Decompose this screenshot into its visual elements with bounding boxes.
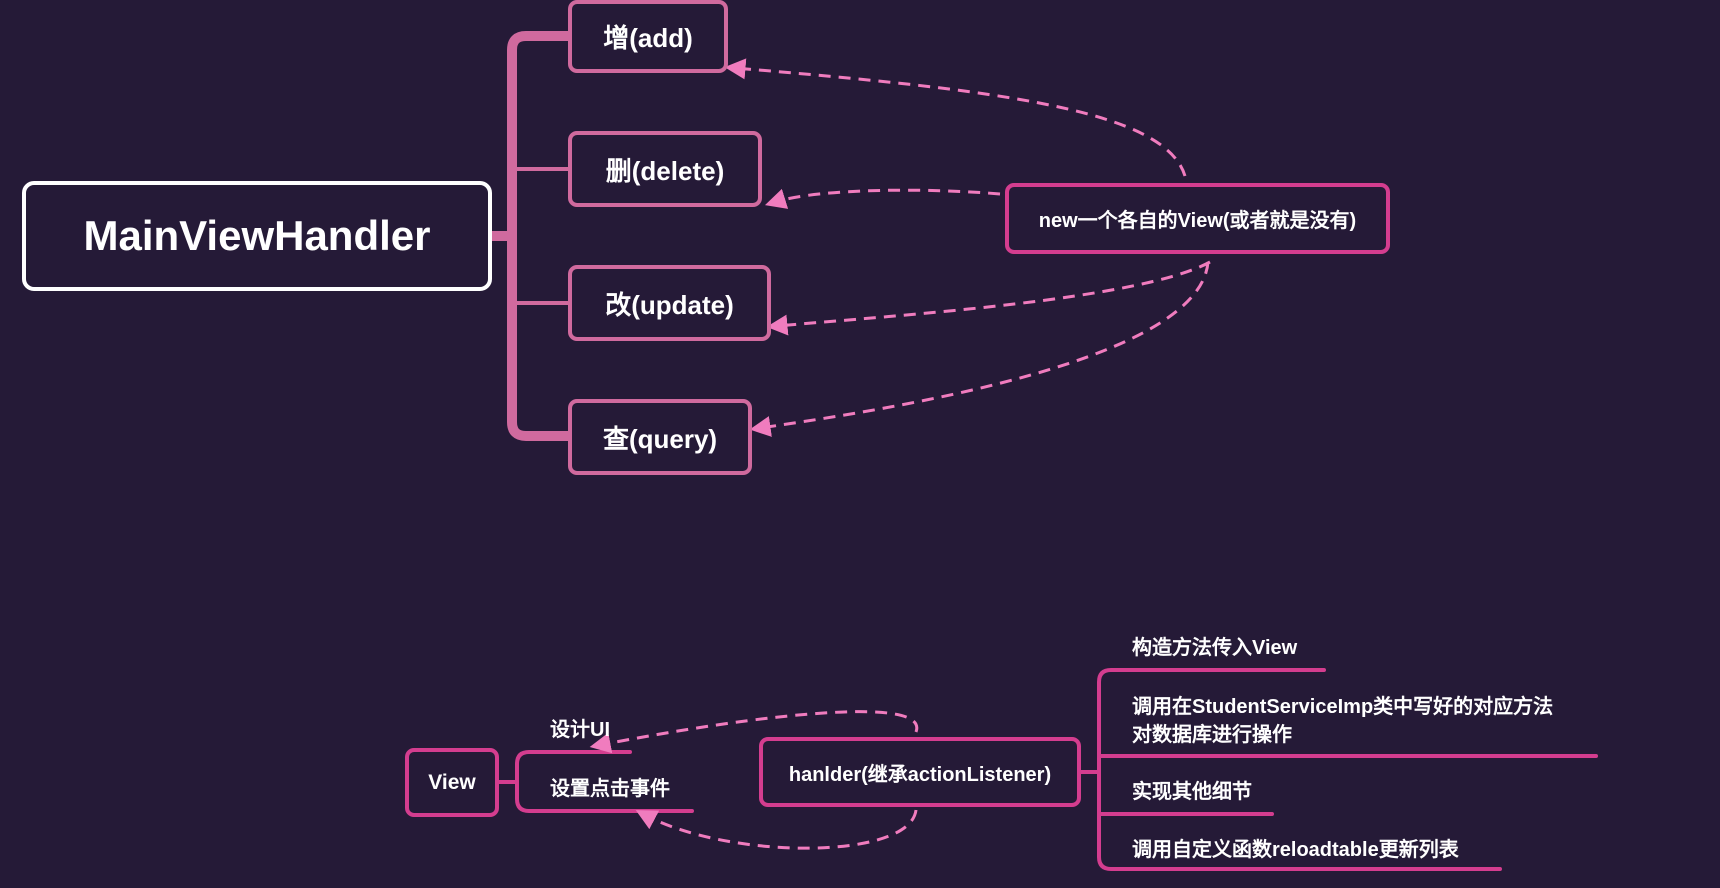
branch-query: 查(query) xyxy=(568,399,752,475)
root-label: MainViewHandler xyxy=(83,212,431,259)
view-child-design-ui: 设计UI xyxy=(550,719,610,741)
branch-update-label: 改(update) xyxy=(605,289,734,320)
handler-node: hanlder(继承actionListener) xyxy=(759,737,1081,807)
arrow-to-design-ui xyxy=(589,710,919,754)
view-child-click-event: 设置点击事件 xyxy=(550,778,670,800)
arrow-to-click-event xyxy=(635,809,918,850)
arrow-to-query xyxy=(749,261,1210,437)
branch-add-label: 增(add) xyxy=(603,23,693,53)
view-label: View xyxy=(428,770,476,794)
branch-update: 改(update) xyxy=(568,265,771,341)
root-bracket xyxy=(487,31,573,441)
arrow-to-delete xyxy=(764,188,1001,209)
branch-delete: 删(delete) xyxy=(568,131,762,207)
root-node-mainviewhandler: MainViewHandler xyxy=(22,181,492,291)
note-label: new一个各自的View(或者就是没有) xyxy=(1038,210,1357,232)
view-node: View xyxy=(405,748,499,817)
handler-label: hanlder(继承actionListener) xyxy=(788,763,1052,786)
arrow-to-add xyxy=(724,58,1187,177)
handler-child-reloadtable: 调用自定义函数reloadtable更新列表 xyxy=(1132,839,1459,861)
branch-add: 增(add) xyxy=(568,0,728,73)
note-new-view: new一个各自的View(或者就是没有) xyxy=(1005,183,1390,254)
view-tree xyxy=(497,750,694,813)
arrow-to-update xyxy=(766,260,1211,336)
handler-tree xyxy=(1079,668,1598,871)
handler-child-other-details: 实现其他细节 xyxy=(1132,781,1252,803)
handler-child-constructor: 构造方法传入View xyxy=(1132,637,1298,659)
branch-query-label: 查(query) xyxy=(602,423,718,454)
handler-child-call-service-line2: 对数据库进行操作 xyxy=(1132,724,1292,746)
branch-delete-label: 删(delete) xyxy=(605,155,725,186)
note-arrows xyxy=(724,58,1211,437)
handler-child-call-service-line1: 调用在StudentServiceImp类中写好的对应方法 xyxy=(1132,696,1554,718)
handler-arrows xyxy=(589,710,919,850)
